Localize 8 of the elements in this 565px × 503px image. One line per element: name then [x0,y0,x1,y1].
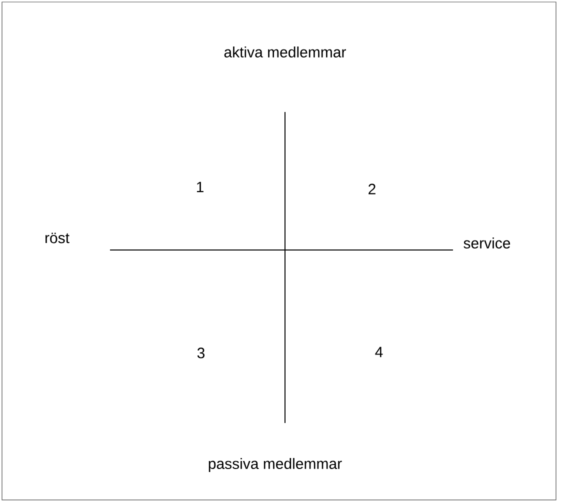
quadrant-number: 4 [375,346,383,358]
axis-label: passiva medlemmar [208,458,342,472]
quadrant-number: 3 [197,348,205,358]
axis-label: aktiva medlemmar [224,46,346,58]
axis-label: service [464,237,510,248]
axis-label: röst [46,232,70,244]
quadrant-number: 2 [368,184,376,194]
quadrant-number: 1 [196,182,204,192]
